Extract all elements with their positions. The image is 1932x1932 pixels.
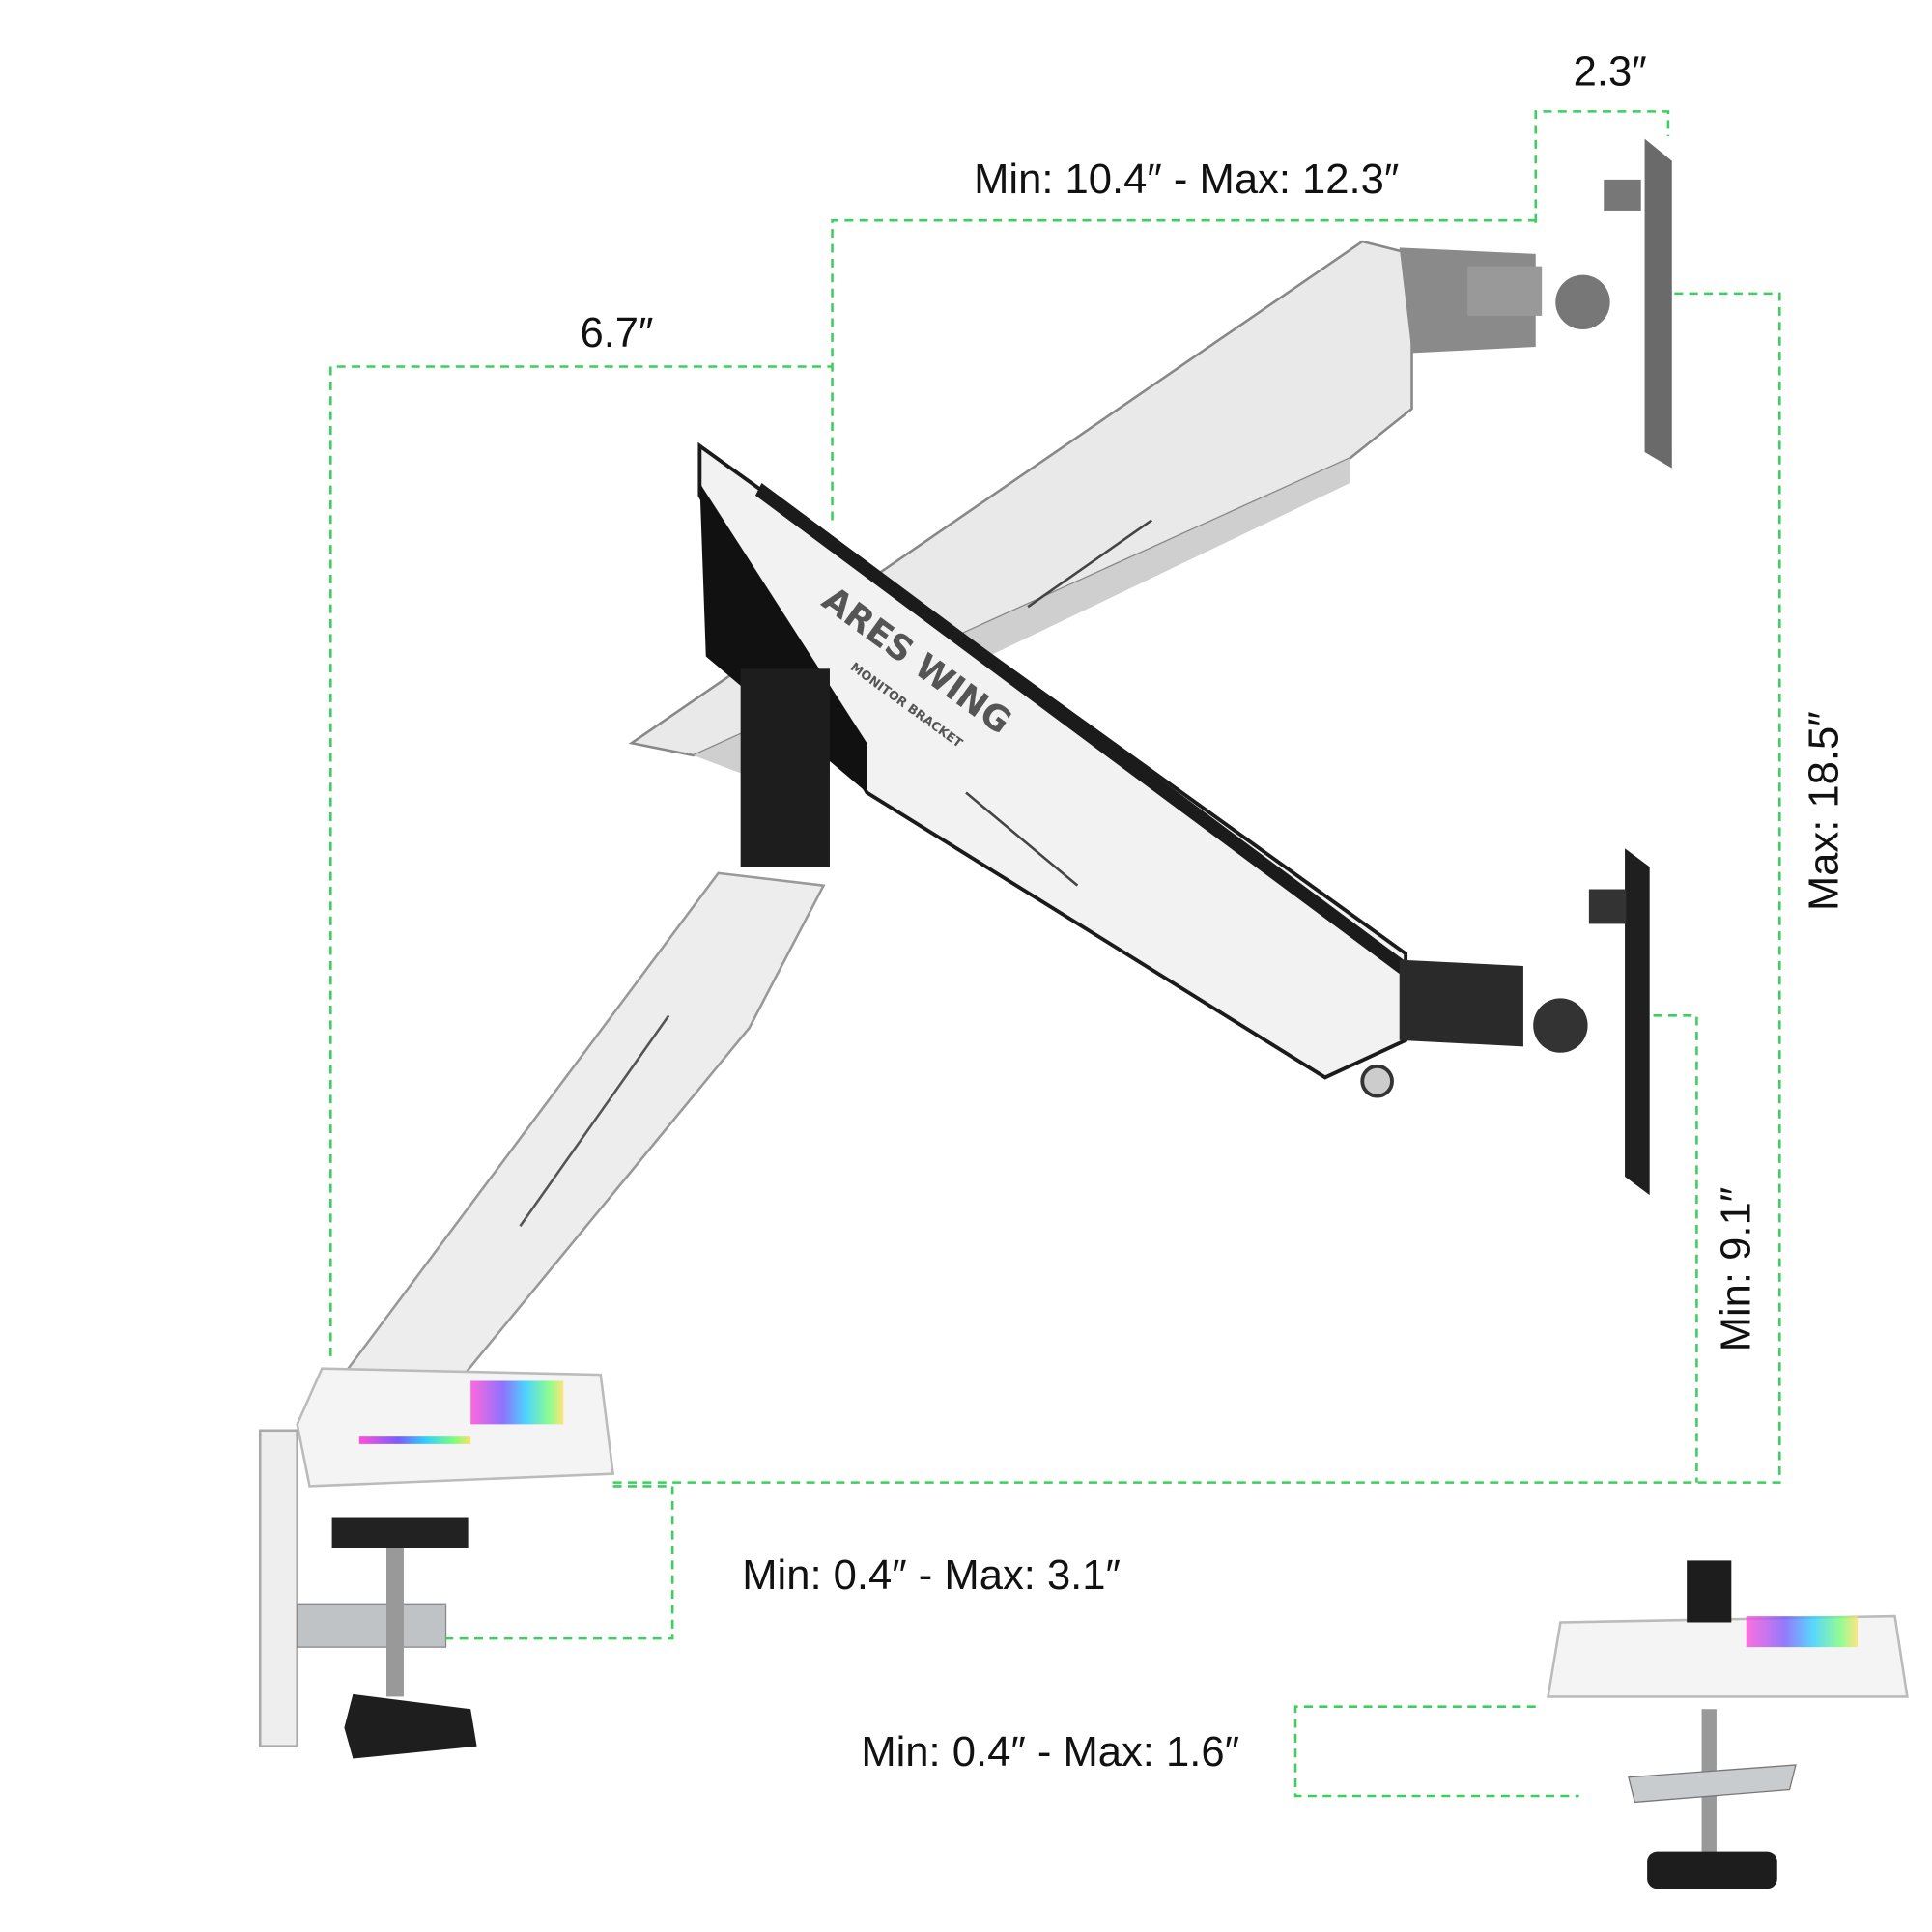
label-upper-arm-reach: Min: 10.4″ - Max: 12.3″: [974, 156, 1399, 203]
label-max-height: Max: 18.5″: [1802, 711, 1848, 911]
vesa-plate-lower: [1625, 848, 1650, 1196]
dim-line-grommet-range: [1293, 1705, 1579, 1798]
grommet-mount: [1547, 1560, 1909, 1889]
lower-arm: [331, 871, 826, 1413]
pole-joint: [740, 668, 830, 867]
dim-line-max-height: [612, 292, 1781, 1484]
dim-line-clamp-range: [445, 1485, 674, 1640]
label-grommet-range: Min: 0.4″ - Max: 1.6″: [861, 1729, 1239, 1776]
dim-line-min-height: [1653, 1014, 1698, 1483]
label-clamp-range: Min: 0.4″ - Max: 3.1″: [742, 1552, 1121, 1599]
desk-base: [258, 1367, 615, 1759]
dim-line-upper-reach: [831, 218, 1536, 521]
dim-line-lower-reach: [329, 365, 833, 1356]
label-lower-arm-reach: 6.7″: [580, 310, 653, 356]
vesa-plate-upper: [1644, 138, 1672, 469]
forearm: ARES WING MONITOR BRACKET: [697, 441, 1650, 1196]
stripes: [965, 519, 1153, 887]
label-min-height: Min: 9.1″: [1714, 1187, 1760, 1351]
label-vesa-depth: 2.3″: [1574, 48, 1647, 95]
dimension-lines: [329, 110, 1781, 1798]
dim-line-vesa-depth: [1534, 110, 1670, 223]
